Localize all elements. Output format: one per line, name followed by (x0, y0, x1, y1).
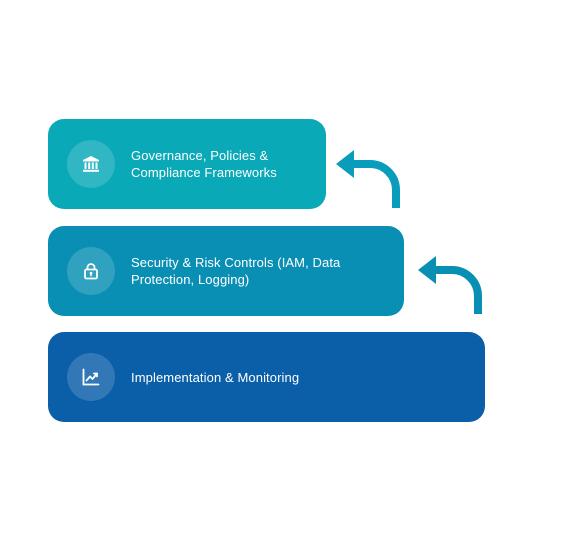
security-icon-badge (67, 247, 115, 295)
implementation-icon-badge (67, 353, 115, 401)
implementation-layer: Implementation & Monitoring (48, 332, 485, 422)
security-label: Security & Risk Controls (IAM, Data Prot… (131, 255, 341, 287)
curved-arrow-icon (336, 150, 400, 208)
bank-icon (83, 156, 99, 172)
trend-chart-icon (82, 368, 100, 386)
security-layer: Security & Risk Controls (IAM, Data Prot… (48, 226, 404, 316)
curved-arrow-icon (418, 256, 482, 314)
lock-icon (84, 263, 98, 280)
governance-label: Governance, Policies & Compliance Framew… (131, 148, 277, 180)
governance-layer: Governance, Policies & Compliance Framew… (48, 119, 326, 209)
governance-icon-badge (67, 140, 115, 188)
implementation-label: Implementation & Monitoring (131, 369, 300, 385)
